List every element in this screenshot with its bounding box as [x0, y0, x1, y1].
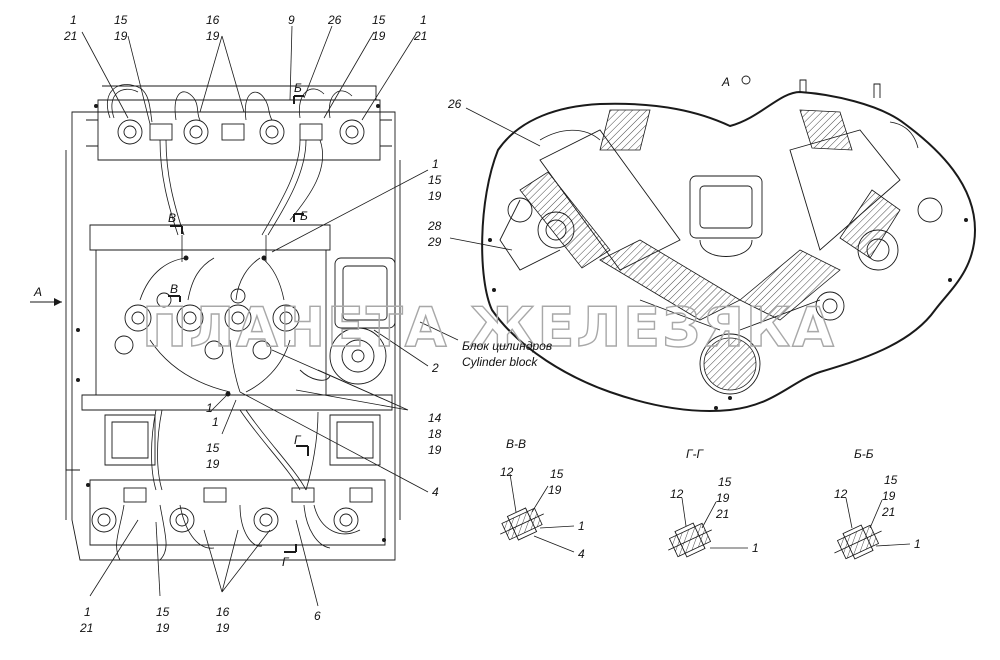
section-gg-title: Г-Г — [686, 447, 705, 461]
callout-tl-e: 26 — [327, 13, 342, 27]
callout-labels: 1 21 15 19 16 19 9 26 15 19 1 21 1 15 19… — [63, 13, 921, 635]
callout-tl-b2: 19 — [114, 29, 128, 43]
callout-tl-c2: 19 — [206, 29, 220, 43]
cut-mark-b-top: Б — [294, 81, 302, 95]
section-vv-l5: 4 — [578, 547, 585, 561]
leader-lines-right — [449, 107, 541, 251]
section-gg-l2: 15 — [718, 475, 732, 489]
section-gg — [668, 497, 748, 558]
section-vv-l1: 12 — [500, 465, 514, 479]
center-injectors — [114, 288, 300, 360]
section-bb-l2: 15 — [884, 473, 898, 487]
callout-ea-28: 28 — [427, 219, 442, 233]
callout-m-19: 19 — [206, 457, 220, 471]
section-bb-l1: 12 — [834, 487, 848, 501]
watermark: ПЛАНЕТА ЖЕЛЕЗЯКА — [142, 296, 836, 359]
end-view-a: А — [481, 75, 977, 413]
callout-b-1: 1 — [84, 605, 91, 619]
view-a-arrow: А — [30, 285, 62, 306]
section-vv-l4: 1 — [578, 519, 585, 533]
section-gg-l5: 1 — [752, 541, 759, 555]
cut-mark-b-mid: Б — [300, 209, 308, 223]
engine-top-view: Б Б В В Г Г А — [30, 81, 401, 569]
callout-mid-r3: 19 — [428, 189, 442, 203]
lower-injectors — [91, 487, 373, 533]
section-vv — [500, 473, 575, 553]
section-bb-l4: 21 — [881, 505, 895, 519]
cut-mark-v-upper: В — [168, 211, 176, 225]
callout-r-4: 4 — [432, 485, 439, 499]
cylinder-block-en: Cylinder block — [462, 355, 538, 369]
callout-r-19: 19 — [428, 443, 442, 457]
callout-r-2: 2 — [431, 361, 439, 375]
leader-lines-left — [81, 25, 459, 607]
callout-tl-d: 9 — [288, 13, 295, 27]
section-gg-l1: 12 — [670, 487, 684, 501]
cut-mark-g-lower: Г — [282, 555, 290, 569]
callout-tl-a1: 1 — [70, 13, 77, 27]
section-bb-title: Б-Б — [854, 447, 874, 461]
callout-mid-r1: 1 — [432, 157, 439, 171]
callout-tl-f1: 15 — [372, 13, 386, 27]
cut-mark-g-upper: Г — [294, 433, 302, 447]
section-gg-l3: 19 — [716, 491, 730, 505]
callout-tl-c1: 16 — [206, 13, 220, 27]
upper-injectors — [117, 119, 365, 145]
callout-m-15: 15 — [206, 441, 220, 455]
callout-b-21: 21 — [79, 621, 93, 635]
section-marks: Б Б В В Г Г — [168, 81, 309, 569]
lower-fuel-pipes — [116, 409, 361, 561]
callout-b-16: 16 — [216, 605, 230, 619]
callout-r-14: 14 — [428, 411, 442, 425]
callout-tl-a2: 21 — [63, 29, 77, 43]
section-gg-l4: 21 — [715, 507, 729, 521]
callout-ea-29: 29 — [427, 235, 442, 249]
section-vv-l3: 19 — [548, 483, 562, 497]
section-vv-title: В-В — [506, 437, 526, 451]
front-cover-parts — [299, 257, 396, 385]
callout-m-1b: 1 — [212, 415, 219, 429]
callout-r-18: 18 — [428, 427, 442, 441]
section-bb-l5: 1 — [914, 537, 921, 551]
view-a-title: А — [721, 75, 730, 89]
callout-ea-26: 26 — [447, 97, 462, 111]
callout-m-1a: 1 — [206, 401, 213, 415]
cylinder-block-ru: Блок цилиндров — [462, 339, 552, 353]
callout-b-6: 6 — [314, 609, 321, 623]
callout-b-15: 15 — [156, 605, 170, 619]
view-a-arrow-label: А — [33, 285, 42, 299]
callout-b-19: 19 — [156, 621, 170, 635]
callout-tl-f2: 19 — [372, 29, 386, 43]
fasteners — [76, 104, 386, 542]
callout-tl-g2: 21 — [413, 29, 427, 43]
section-vv-l2: 15 — [550, 467, 564, 481]
cut-mark-v-lower: В — [170, 282, 178, 296]
section-bb-l3: 19 — [882, 489, 896, 503]
callout-b-19b: 19 — [216, 621, 230, 635]
section-bb — [834, 497, 911, 560]
callout-tl-b1: 15 — [114, 13, 128, 27]
callout-mid-r2: 15 — [428, 173, 442, 187]
callout-tl-g1: 1 — [420, 13, 427, 27]
